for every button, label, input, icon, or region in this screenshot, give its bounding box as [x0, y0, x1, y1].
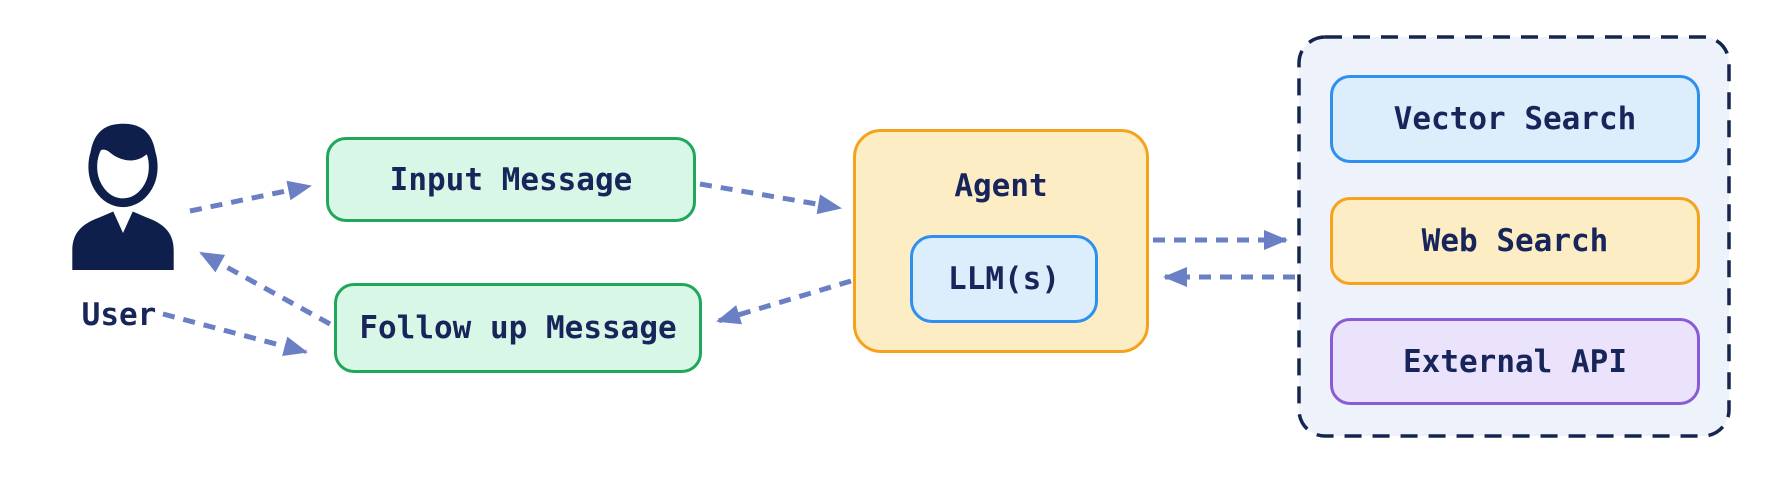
follow-up-message-label: Follow up Message	[359, 310, 677, 346]
vector-search-label: Vector Search	[1393, 101, 1637, 137]
user-person-icon	[64, 114, 182, 270]
arrow-agent-to-follow-up-message	[716, 278, 852, 325]
user-label: User	[81, 297, 157, 333]
external-api-label: External API	[1403, 343, 1627, 380]
llm-label: LLM(s)	[948, 261, 1060, 297]
follow-up-message-node: Follow up Message	[334, 283, 702, 373]
arrow-user-to-input-message	[189, 180, 312, 214]
agent-label: Agent	[954, 168, 1048, 204]
web-search-node: Web Search	[1330, 197, 1700, 285]
agent-node: Agent LLM(s)	[853, 129, 1149, 353]
llm-node: LLM(s)	[910, 235, 1098, 323]
arrow-follow-up-message-to-user	[199, 250, 332, 327]
vector-search-node: Vector Search	[1330, 75, 1700, 163]
external-api-node: External API	[1330, 318, 1700, 405]
web-search-label: Web Search	[1421, 223, 1609, 259]
input-message-label: Input Message	[389, 161, 633, 198]
input-message-node: Input Message	[326, 137, 696, 222]
arrow-input-message-to-agent	[699, 181, 842, 215]
